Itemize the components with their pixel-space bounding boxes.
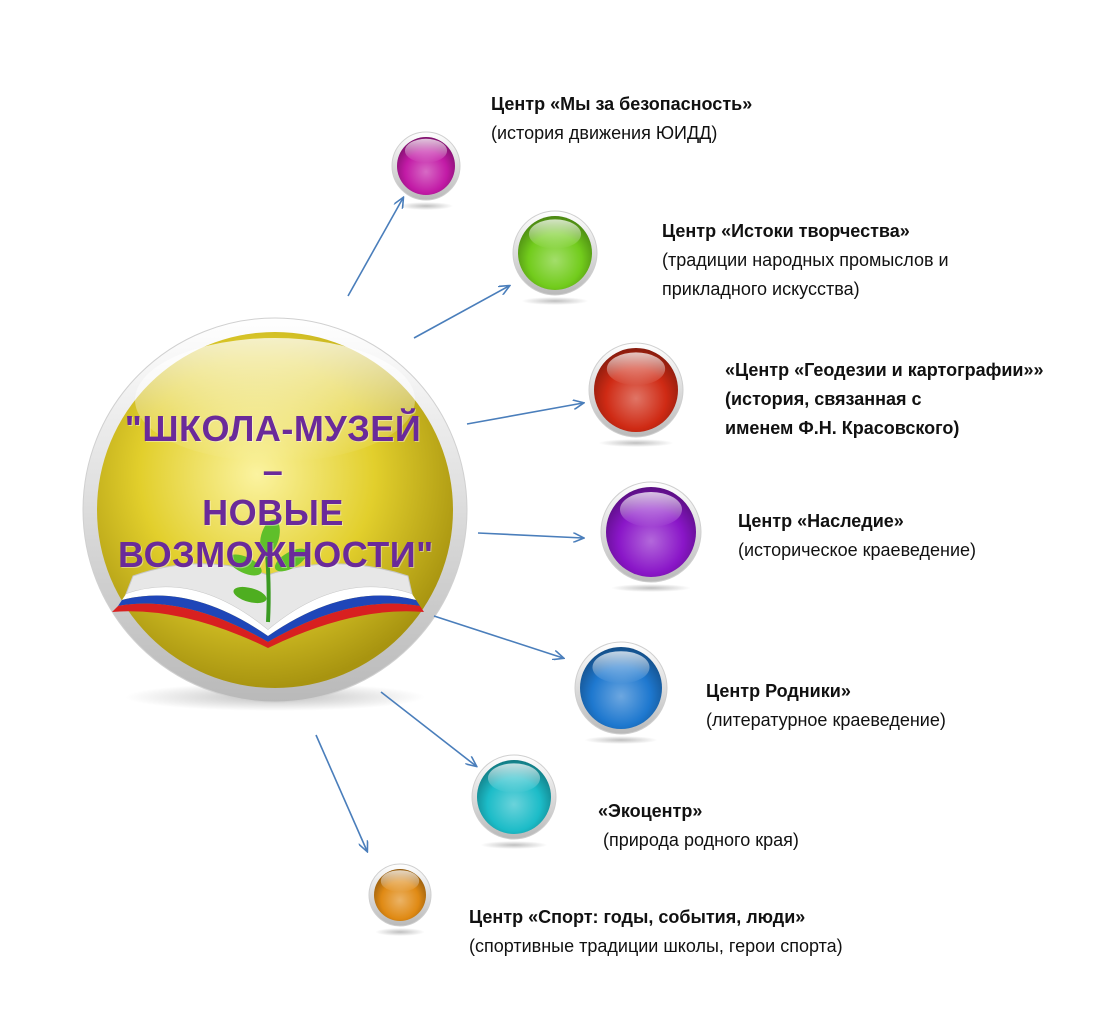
node-desc: (спортивные традиции школы, герои спорта…	[469, 936, 843, 956]
node-desc: (историческое краеведение)	[738, 540, 977, 560]
center-title-line: ВОЗМОЖНОСТИ"	[118, 534, 434, 575]
node-bubble-0	[391, 131, 461, 210]
arrow-to-node-0	[347, 198, 403, 297]
node-bubble-4	[574, 641, 668, 744]
node-desc: (природа родного края)	[598, 830, 799, 850]
node-label-ekocentr: «Экоцентр» (природа родного края)	[598, 797, 799, 855]
node-bubble-1	[512, 210, 598, 305]
arrow-to-node-1	[413, 286, 509, 339]
node-bubble-2	[588, 342, 684, 447]
node-label-istoki: Центр «Истоки творчества» (традиции наро…	[662, 217, 949, 304]
node-desc: (история движения ЮИДД)	[491, 123, 718, 143]
arrow-to-node-4	[433, 615, 563, 658]
center-title: "ШКОЛА-МУЗЕЙ – НОВЫЕ ВОЗМОЖНОСТИ"	[118, 408, 434, 576]
node-desc: именем Ф.Н. Красовского)	[725, 418, 960, 438]
node-title: «Экоцентр»	[598, 801, 703, 821]
arrow-to-node-6	[315, 734, 367, 851]
node-desc: прикладного искусства)	[662, 279, 860, 299]
node-title: Центр «Истоки творчества»	[662, 221, 910, 241]
node-label-bezopasnost: Центр «Мы за безопасность» (история движ…	[491, 90, 752, 148]
arrow-to-node-2	[466, 403, 583, 425]
center-title-line: "ШКОЛА-МУЗЕЙ –	[124, 408, 422, 491]
node-bubble-3	[600, 481, 702, 592]
connector-arrows	[315, 198, 583, 851]
node-bubble-6	[368, 863, 432, 936]
node-title: Центр Родники»	[706, 681, 851, 701]
center-title-line: НОВЫЕ	[202, 492, 344, 533]
node-title: Центр «Мы за безопасность»	[491, 94, 753, 114]
node-label-nasledie: Центр «Наследие» (историческое краеведен…	[738, 507, 976, 565]
node-desc: (традиции народных промыслов и	[662, 250, 949, 270]
node-label-rodniki: Центр Родники» (литературное краеведение…	[706, 677, 946, 735]
node-desc: (литературное краеведение)	[706, 710, 946, 730]
sprout-icon	[228, 519, 308, 623]
arrow-to-node-5	[380, 691, 476, 766]
node-title: Центр «Наследие»	[738, 511, 904, 531]
node-title: «Центр «Геодезии и картографии»»	[725, 360, 1044, 380]
node-label-sport: Центр «Спорт: годы, события, люди» (спор…	[469, 903, 843, 961]
node-title: Центр «Спорт: годы, события, люди»	[469, 907, 806, 927]
node-label-geodezia: «Центр «Геодезии и картографии»» (истори…	[725, 356, 1043, 443]
node-bubble-5	[471, 754, 557, 849]
center-bubbles	[368, 131, 702, 936]
arrow-to-node-3	[477, 532, 583, 538]
node-desc: (история, связанная с	[725, 389, 922, 409]
